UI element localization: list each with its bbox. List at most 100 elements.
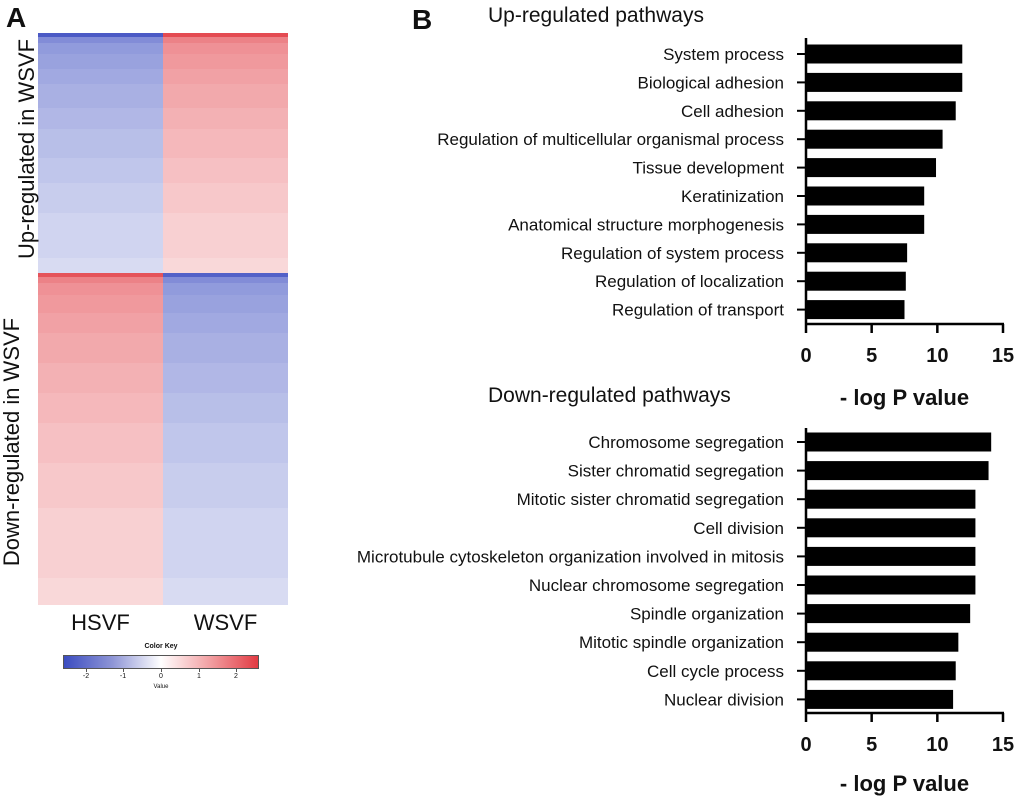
category-label: Sister chromatid segregation — [568, 462, 784, 481]
bar — [806, 575, 976, 595]
category-label: System process — [663, 45, 784, 64]
heatmap-cell — [38, 295, 163, 313]
color-key-tick-label: -1 — [119, 673, 127, 680]
category-label: Keratinization — [681, 187, 784, 206]
heatmap-cell — [163, 423, 288, 463]
heatmap — [38, 33, 288, 605]
bar — [806, 632, 959, 652]
heatmap-cell — [38, 43, 163, 54]
color-key-tick-label: -2 — [82, 673, 90, 680]
x-tick-label: 10 — [926, 734, 948, 756]
bar — [806, 243, 908, 263]
bar — [806, 300, 905, 320]
heatmap-cell — [38, 183, 163, 213]
x-tick-label: 0 — [800, 345, 811, 367]
category-label: Nuclear division — [664, 690, 784, 709]
heatmap-cell — [163, 578, 288, 605]
bar — [806, 689, 954, 709]
category-label: Regulation of multicellular organismal p… — [437, 130, 784, 149]
bar — [806, 461, 989, 481]
heatmap-cell — [38, 69, 163, 84]
column-label-wsvf: WSVF — [193, 610, 258, 635]
heatmap-cell — [38, 258, 163, 273]
heatmap-cell — [163, 43, 288, 54]
panel-b-letter: B — [412, 4, 433, 35]
heatmap-cell — [38, 129, 163, 158]
category-label: Mitotic spindle organization — [579, 633, 784, 652]
category-label: Nuclear chromosome segregation — [529, 576, 784, 595]
color-key-gradient — [63, 655, 259, 669]
bar — [806, 432, 992, 452]
category-label: Cell cycle process — [647, 662, 784, 681]
bar — [806, 661, 956, 681]
heatmap-column-hsvf — [38, 33, 163, 605]
heatmap-cell — [38, 277, 163, 283]
heatmap-cell — [163, 313, 288, 333]
bar — [806, 489, 976, 509]
heatmap-cell — [163, 277, 288, 283]
heatmap-cell — [163, 258, 288, 273]
heatmap-cell — [38, 333, 163, 363]
panel-a-letter: A — [6, 2, 27, 33]
x-tick-label: 5 — [866, 734, 877, 756]
bar — [806, 101, 956, 121]
x-axis-label: - log P value — [840, 771, 969, 796]
heatmap-cell — [38, 33, 163, 37]
heatmap-cell — [38, 158, 163, 183]
color-key-tick-label: 2 — [234, 673, 238, 680]
heatmap-cell — [38, 213, 163, 258]
heatmap-cell — [38, 463, 163, 508]
heatmap-cell — [38, 54, 163, 69]
color-key-tickmark — [199, 669, 200, 672]
color-key: Color Key -2 -1 0 1 2 Value — [63, 643, 259, 703]
x-tick-label: 0 — [800, 734, 811, 756]
category-label: Mitotic sister chromatid segregation — [517, 490, 784, 509]
color-key-tickmark — [123, 669, 124, 672]
heatmap-column-wsvf — [163, 33, 288, 605]
bar — [806, 129, 943, 149]
chart-title-down: Down-regulated pathways — [488, 384, 731, 407]
heatmap-cell — [38, 108, 163, 129]
bar — [806, 44, 963, 64]
bar — [806, 214, 925, 234]
heatmap-cell — [163, 158, 288, 183]
heatmap-cell — [38, 393, 163, 423]
bar — [806, 72, 963, 92]
bar — [806, 546, 976, 566]
heatmap-cell — [163, 333, 288, 363]
bar — [806, 518, 976, 538]
color-key-tickmark — [161, 669, 162, 672]
bar — [806, 158, 937, 178]
heatmap-cell — [38, 37, 163, 43]
category-label: Chromosome segregation — [588, 433, 784, 452]
category-label: Regulation of system process — [561, 244, 784, 263]
category-label: Cell adhesion — [681, 102, 784, 121]
category-label: Spindle organization — [630, 605, 784, 624]
heatmap-cell — [163, 84, 288, 108]
x-tick-label: 15 — [992, 345, 1014, 367]
column-label-hsvf: HSVF — [71, 610, 130, 635]
heatmap-cell — [38, 363, 163, 393]
bar — [806, 271, 906, 291]
heatmap-cell — [163, 508, 288, 578]
heatmap-cell — [38, 423, 163, 463]
bar — [806, 186, 925, 206]
category-label: Biological adhesion — [638, 73, 785, 92]
x-tick-label: 15 — [992, 734, 1014, 756]
heatmap-cell — [163, 363, 288, 393]
heatmap-cell — [163, 295, 288, 313]
color-key-value-label: Value — [153, 684, 169, 690]
heatmap-cell — [38, 508, 163, 578]
color-key-tickmark — [86, 669, 87, 672]
heatmap-cell — [38, 283, 163, 295]
chart-title-up: Up-regulated pathways — [488, 4, 704, 27]
color-key-title: Color Key — [144, 643, 178, 650]
heatmap-cell — [163, 108, 288, 129]
heatmap-cell — [163, 463, 288, 508]
heatmap-cell — [163, 183, 288, 213]
heatmap-cell — [163, 54, 288, 69]
color-key-tick-label: 0 — [159, 673, 163, 680]
category-label: Microtubule cytoskeleton organization in… — [357, 547, 784, 566]
color-key-tickmark — [236, 669, 237, 672]
heatmap-cell — [163, 213, 288, 258]
